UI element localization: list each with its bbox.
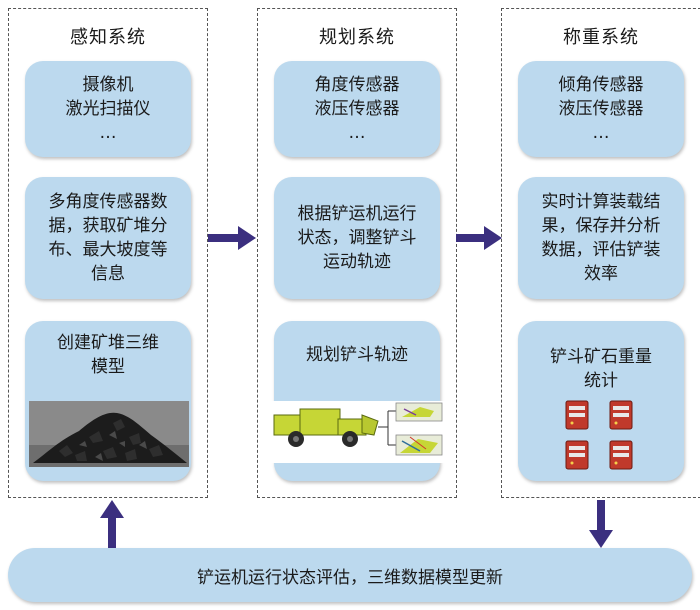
server-icon [609,440,633,470]
arrow-down-icon [589,500,613,548]
output-line: 模型 [91,357,125,377]
weighing-sensors-box: 倾角传感器 液压传感器 … [518,61,684,157]
arrow-up-icon [100,500,124,548]
sensor-line: 液压传感器 [314,99,400,119]
sensor-line: 摄像机 [82,75,134,95]
process-line: 布、最大坡度等 [48,240,168,260]
output-line: 统计 [584,371,618,391]
planning-sensors-box: 角度传感器 液压传感器 … [274,61,440,157]
process-line: 多角度传感器数 [48,192,168,212]
planning-process-box: 根据铲运机运行 状态，调整铲斗 运动轨迹 [274,177,440,299]
arrow-right-icon [208,226,256,250]
ore-pile-3d-model-image [29,401,189,467]
output-line: 铲斗矿石重量 [550,347,652,367]
sensor-line: … [348,123,366,143]
sensor-line: 液压传感器 [558,99,644,119]
output-line: 规划铲斗轨迹 [306,345,408,365]
planning-system-title: 规划系统 [319,27,395,48]
weighing-process-box: 实时计算装载结 果，保存并分析 数据，评估铲装 效率 [518,177,684,299]
weighing-system-title: 称重系统 [563,27,639,48]
server-icon [565,400,589,430]
process-line: 据，获取矿堆分 [48,216,168,236]
process-line: 状态，调整铲斗 [297,228,417,248]
process-line: 信息 [91,264,125,284]
output-line: 创建矿堆三维 [57,333,159,353]
process-line: 果，保存并分析 [541,216,661,236]
perception-process-box: 多角度传感器数 据，获取矿堆分 布、最大坡度等 信息 [25,177,191,299]
planning-system-panel: 规划系统 角度传感器 液压传感器 … 根据铲运机运行 状态，调整铲斗 运动轨迹 … [257,8,457,498]
sensor-line: … [592,123,610,143]
process-line: 数据，评估铲装 [541,240,661,260]
status-update-bar: 铲运机运行状态评估，三维数据模型更新 [8,548,692,602]
sensor-line: 角度传感器 [314,75,400,95]
weighing-system-panel: 称重系统 倾角传感器 液压传感器 … 实时计算装载结 果，保存并分析 数据，评估… [501,8,700,498]
server-icon-group [565,400,633,470]
sensor-line: … [99,123,117,143]
process-line: 效率 [584,264,618,284]
perception-system-panel: 感知系统 摄像机 激光扫描仪 … 多角度传感器数 据，获取矿堆分 布、最大坡度等… [8,8,208,498]
sensor-line: 倾角传感器 [558,75,644,95]
sensor-line: 激光扫描仪 [65,99,151,119]
perception-system-title: 感知系统 [70,27,146,48]
perception-sensors-box: 摄像机 激光扫描仪 … [25,61,191,157]
weighing-output-box: 铲斗矿石重量 统计 [518,321,684,481]
server-icon [609,400,633,430]
arrow-right-icon [456,226,502,250]
process-line: 实时计算装载结 [541,192,661,212]
lhd-loader-diagram [270,401,446,463]
process-line: 运动轨迹 [323,252,391,272]
status-update-text: 铲运机运行状态评估，三维数据模型更新 [197,567,503,588]
process-line: 根据铲运机运行 [297,204,417,224]
server-icon [565,440,589,470]
